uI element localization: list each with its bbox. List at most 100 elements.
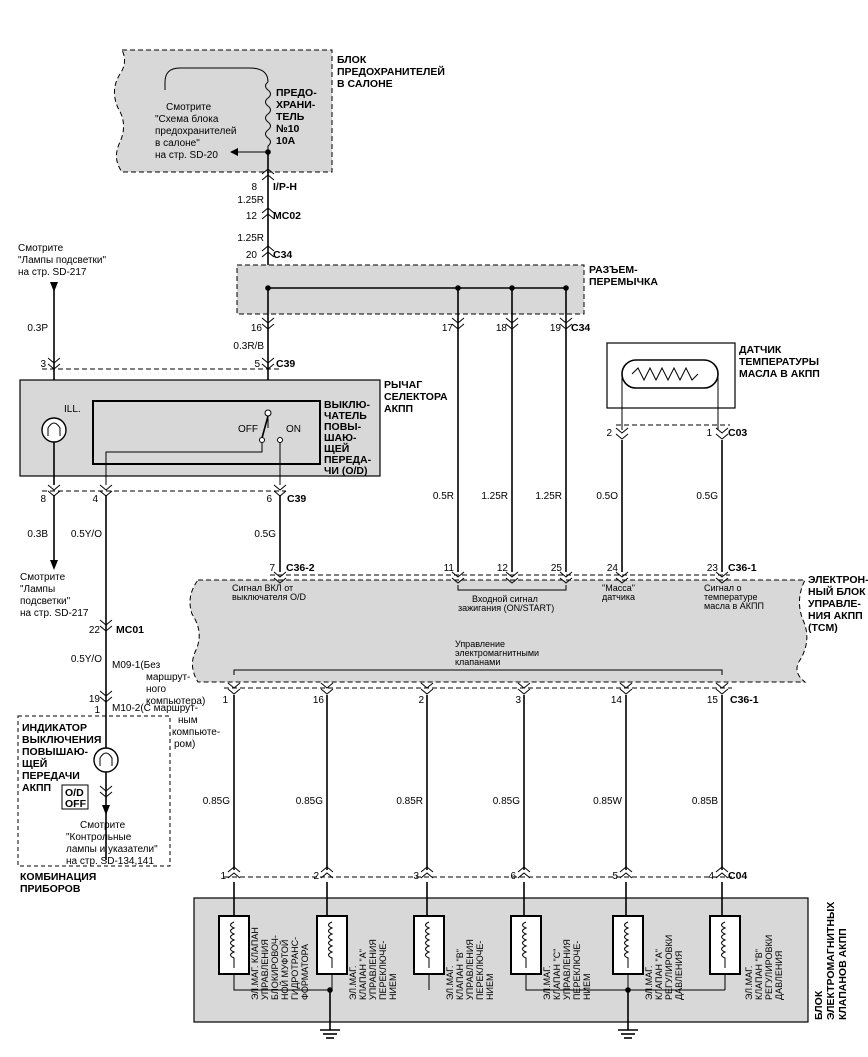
pin-label: 3: [515, 695, 521, 706]
solenoid-title-line: ЭЛЕКТРОМАГНИТНЫХ: [825, 902, 837, 1020]
pin-label: 7: [269, 563, 275, 574]
pin-label: 6: [266, 494, 272, 505]
pin-label: 8: [251, 182, 257, 193]
m10-line: M10-2(С маршрут-: [112, 703, 198, 714]
tcm-desc-line: Сигнал о: [704, 583, 742, 593]
connector-label: C39: [276, 358, 295, 370]
valve-label-line: ЭЛ.МАГ.: [445, 966, 455, 1000]
od-switch-label-line: ЧАТЕЛЬ: [324, 410, 367, 422]
valve-label-line: ДАВЛЕНИЯ: [774, 951, 784, 1000]
wire-label: 1.25R: [237, 195, 264, 206]
tcm-desc-line: температуре: [704, 592, 758, 602]
thermistor-icon: [631, 366, 699, 382]
sensor-title-line: ДАТЧИК: [739, 344, 782, 356]
od-switch-label-line: ЧИ (O/D): [324, 465, 368, 477]
tcm-desc-line: зажигания (ON/START): [458, 603, 554, 613]
valve-label-line: КЛАПАН "B": [754, 949, 764, 1000]
tcm-title-line: НИЯ АКПП: [808, 610, 863, 622]
tcm-desc-line: масла в АКПП: [704, 601, 764, 611]
solenoid-valve-6: ЭЛ.МАГ. КЛАПАН "B" РЕГУЛИРОВКИ ДАВЛЕНИЯ: [709, 882, 784, 1000]
pin-label: 18: [496, 323, 508, 334]
valve-label-line: НИЕМ: [388, 974, 398, 1000]
fuse-box-title-line: БЛОК: [337, 54, 367, 66]
selector-title-line: АКПП: [384, 403, 413, 415]
wire-label: 0.85W: [593, 796, 622, 807]
coil-icon: [230, 921, 236, 968]
tcm-top-pin-labels: 7 11 12 25 24 23: [269, 563, 718, 574]
tcm-input-wire-labels: 0.5R 1.25R 1.25R 0.5O 0.5G: [433, 491, 718, 502]
m09-line: компьютера): [146, 696, 205, 707]
wire-label: 0.85G: [203, 796, 230, 807]
m10-line: компьюте-: [172, 727, 220, 738]
wire-label: 0.5R: [433, 491, 454, 502]
fuse-label-line: ХРАНИ-: [276, 99, 316, 111]
arrow-up-icon: [50, 282, 58, 292]
tcm-desc-line: датчика: [602, 592, 635, 602]
note-line: подсветки": [20, 596, 71, 607]
note-line: Смотрите: [80, 820, 126, 831]
fuse-see-note-line: на стр. SD-20: [155, 150, 218, 161]
pin-label: 4: [708, 871, 714, 882]
solenoid-wires: [233, 695, 723, 870]
ground-icon: [618, 987, 638, 1039]
valve-label-line: УПРАВЛЕНИЯ: [562, 939, 572, 1000]
indicator-title-line: ВЫКЛЮЧЕНИЯ: [22, 734, 101, 746]
fuse-see-note-line: Смотрите: [166, 102, 212, 113]
note-line: "Лампы подсветки": [18, 255, 106, 266]
valve-label-line: КЛАПАН "A": [358, 949, 368, 1000]
tcm-input-descriptions: Сигнал ВКЛ от выключателя O/D Входной си…: [232, 583, 764, 667]
indicator-title: ИНДИКАТОР ВЫКЛЮЧЕНИЯ ПОВЫШАЮ- ЩЕЙ ПЕРЕДА…: [22, 722, 101, 794]
fuse-label-line: ТЕЛЬ: [276, 111, 305, 123]
od-switch-label-line: ЩЕЙ: [324, 442, 349, 455]
valve-label-line: ЭЛ.МАГ.: [542, 966, 552, 1000]
pin-label: 12: [497, 563, 509, 574]
backlight-note-bottom: Смотрите "Лампы подсветки" на стр. SD-21…: [20, 572, 89, 619]
solenoid-block-title: БЛОК ЭЛЕКТРОМАГНИТНЫХ КЛАПАНОВ АКПП: [813, 902, 849, 1020]
note-line: на стр. SD-134,141: [66, 856, 154, 867]
wire-label: 1.25R: [481, 491, 508, 502]
selector-title: РЫЧАГ СЕЛЕКТОРА АКПП: [384, 379, 448, 415]
connector-label: C03: [728, 427, 747, 439]
valve-label-line: НИЕМ: [485, 974, 495, 1000]
fuse-label-line: 10A: [276, 135, 296, 147]
pin-label: 14: [611, 695, 623, 706]
note-line: на стр. SD-217: [20, 608, 89, 619]
od-off-lamp-icon: [93, 747, 119, 773]
od-off-text: O/D: [65, 787, 84, 799]
coil-icon: [624, 921, 630, 968]
wire-label: 0.3B: [27, 529, 48, 540]
valve-label-line: КЛАПАН "C": [552, 949, 562, 1000]
valve-label-line: УПРАВЛЕНИЯ: [368, 939, 378, 1000]
note-line: Смотрите: [18, 243, 64, 254]
wire-label: 0.5Y/O: [71, 654, 102, 665]
tcm-desc-line: Управление: [455, 639, 505, 649]
pin-label: 4: [92, 494, 98, 505]
connector-label: C34: [571, 322, 590, 334]
pin-label: 6: [510, 871, 516, 882]
valve-label-line: ПЕРЕКЛЮЧЕ-: [378, 941, 388, 1000]
pin-label: 11: [444, 563, 455, 574]
wire-label: 1.25R: [535, 491, 562, 502]
note-line: лампы и указатели": [66, 844, 158, 855]
connector-label: C36-1: [730, 694, 759, 706]
solenoid-valve-2: ЭЛ.МАГ. КЛАПАН "A" УПРАВЛЕНИЯ ПЕРЕКЛЮЧЕ-…: [316, 882, 398, 1000]
sensor-title: ДАТЧИК ТЕМПЕРАТУРЫ МАСЛА В АКПП: [739, 344, 820, 380]
m09-line: M09-1(Без: [112, 660, 161, 671]
solenoid-block: [193, 897, 809, 1023]
fuse-see-note-line: предохранителей: [155, 126, 237, 137]
connector-iph: 8 I/P-H: [251, 168, 297, 193]
jumper-block: [236, 264, 585, 315]
tcm-desc-line: клапанами: [455, 657, 500, 667]
wire-label: 0.85G: [493, 796, 520, 807]
pin-label: 12: [246, 211, 258, 222]
wire-label: 0.85G: [296, 796, 323, 807]
tcm-title-line: УПРАВЛЕ-: [808, 598, 861, 610]
fuse-label-line: №10: [276, 123, 300, 135]
pin-label: 5: [254, 359, 260, 370]
tcm-top-connectors: [273, 571, 729, 584]
tcm-desc-line: электромагнитными: [455, 648, 539, 658]
indicator-title-line: ЩЕЙ: [22, 757, 47, 770]
note-line: "Лампы: [20, 584, 55, 595]
pin-label: 1: [220, 871, 226, 882]
valve-label-line: БЛОКИРОВОЧ-: [270, 935, 280, 1000]
